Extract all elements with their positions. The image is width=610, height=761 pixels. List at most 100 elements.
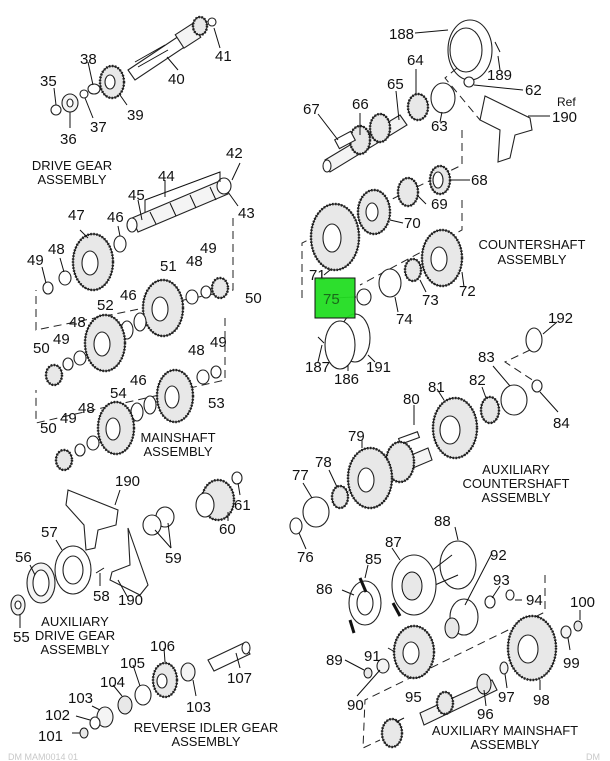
part-label[interactable]: 99 bbox=[563, 655, 580, 672]
piston-87-part[interactable] bbox=[391, 554, 437, 616]
part-label[interactable]: 46 bbox=[107, 209, 124, 226]
part-label[interactable]: 74 bbox=[396, 311, 413, 328]
part-label[interactable]: 41 bbox=[215, 48, 232, 65]
synchronizer-86-part[interactable] bbox=[348, 580, 382, 626]
input-shaft-part[interactable] bbox=[127, 15, 217, 81]
part-label[interactable]: 40 bbox=[168, 71, 185, 88]
part-label[interactable]: 61 bbox=[234, 497, 251, 514]
part-label[interactable]: 106 bbox=[150, 638, 175, 655]
part-label[interactable]: 49 bbox=[60, 410, 77, 427]
gear-50-part[interactable] bbox=[210, 276, 230, 300]
ring-94-part[interactable] bbox=[505, 589, 515, 601]
part-label[interactable]: 83 bbox=[478, 349, 495, 366]
part-label[interactable]: 66 bbox=[352, 96, 369, 113]
part-label[interactable]: 38 bbox=[80, 51, 97, 68]
ring-46-part[interactable] bbox=[113, 235, 127, 253]
part-label[interactable]: 45 bbox=[128, 187, 145, 204]
bearing-cup-83-part[interactable] bbox=[500, 384, 528, 416]
part-label[interactable]: 79 bbox=[348, 428, 365, 445]
part-label[interactable]: 49 bbox=[53, 331, 70, 348]
part-label[interactable]: 80 bbox=[403, 391, 420, 408]
gear-70-part[interactable] bbox=[356, 188, 392, 236]
gear-51-part[interactable] bbox=[141, 278, 185, 338]
part-label[interactable]: 95 bbox=[405, 689, 422, 706]
part-label[interactable]: 86 bbox=[316, 581, 333, 598]
part-label[interactable]: 89 bbox=[326, 652, 343, 669]
bearing-cup-63-part[interactable] bbox=[430, 82, 456, 114]
cover-186-part[interactable] bbox=[324, 320, 356, 370]
part-label[interactable]: 101 bbox=[38, 728, 63, 745]
part-label[interactable]: 48 bbox=[186, 253, 203, 270]
washer-102-part[interactable] bbox=[89, 716, 101, 730]
part-label[interactable]: 58 bbox=[93, 588, 110, 605]
bracket-190-part[interactable] bbox=[65, 489, 119, 551]
part-label[interactable]: 85 bbox=[365, 551, 382, 568]
spring-85-part[interactable] bbox=[358, 577, 368, 593]
idler-shaft-107-part[interactable] bbox=[207, 641, 251, 672]
washer-49-part[interactable] bbox=[42, 281, 54, 295]
part-label[interactable]: 91 bbox=[364, 648, 381, 665]
washer-38-part[interactable] bbox=[87, 83, 101, 95]
part-label[interactable]: 50 bbox=[33, 340, 50, 357]
part-label[interactable]: 54 bbox=[110, 385, 127, 402]
mainshaft-part[interactable] bbox=[126, 179, 229, 233]
part-label[interactable]: 48 bbox=[48, 241, 65, 258]
part-label[interactable]: 48 bbox=[188, 342, 205, 359]
part-label[interactable]: 46 bbox=[130, 372, 147, 389]
part-label[interactable]: 70 bbox=[404, 215, 421, 232]
gear-50-part[interactable] bbox=[44, 363, 64, 387]
part-label[interactable]: 102 bbox=[45, 707, 70, 724]
part-label[interactable]: 36 bbox=[60, 131, 77, 148]
gear-52-part[interactable] bbox=[83, 313, 127, 373]
washer-103-part[interactable] bbox=[180, 662, 196, 682]
part-label[interactable]: 103 bbox=[186, 699, 211, 716]
part-label[interactable]: 90 bbox=[347, 697, 364, 714]
bearing-cup-77-part[interactable] bbox=[302, 496, 330, 528]
part-label[interactable]: 55 bbox=[13, 629, 30, 646]
part-label[interactable]: 56 bbox=[15, 549, 32, 566]
bracket-190-part[interactable] bbox=[479, 95, 533, 163]
idler-gear-106-part[interactable] bbox=[151, 661, 179, 699]
part-label[interactable]: 190 bbox=[115, 473, 140, 490]
part-label[interactable]: 67 bbox=[303, 101, 320, 118]
washer-97-part[interactable] bbox=[499, 661, 509, 675]
part-label[interactable]: 37 bbox=[90, 119, 107, 136]
part-label[interactable]: 189 bbox=[487, 67, 512, 84]
gear-72-part[interactable] bbox=[420, 228, 464, 288]
ring-93-part[interactable] bbox=[484, 595, 496, 609]
washer-99-part[interactable] bbox=[560, 625, 572, 639]
bearing-104-part[interactable] bbox=[117, 695, 133, 715]
gear-98-part[interactable] bbox=[506, 614, 558, 682]
part-label[interactable]: 42 bbox=[226, 145, 243, 162]
part-label[interactable]: 190 bbox=[552, 109, 577, 126]
part-label[interactable]: 81 bbox=[428, 379, 445, 396]
part-label[interactable]: 60 bbox=[219, 521, 236, 538]
aux-countershaft-part[interactable] bbox=[346, 440, 433, 510]
part-label[interactable]: 188 bbox=[389, 26, 414, 43]
bracket-190-part[interactable] bbox=[109, 527, 149, 596]
part-label[interactable]: 93 bbox=[493, 572, 510, 589]
part-label[interactable]: 96 bbox=[477, 706, 494, 723]
part-label[interactable]: 46 bbox=[120, 287, 137, 304]
bolt-189-part[interactable] bbox=[494, 41, 501, 53]
part-label[interactable]: 73 bbox=[422, 292, 439, 309]
nut-101-part[interactable] bbox=[79, 727, 89, 739]
part-label[interactable]: 64 bbox=[407, 52, 424, 69]
spring-part[interactable] bbox=[348, 619, 356, 634]
part-label[interactable]: 69 bbox=[431, 196, 448, 213]
part-label[interactable]: 105 bbox=[120, 655, 145, 672]
part-label[interactable]: 88 bbox=[434, 513, 451, 530]
part-label[interactable]: 84 bbox=[553, 415, 570, 432]
part-label[interactable]: 192 bbox=[548, 310, 573, 327]
washer-90-part[interactable] bbox=[376, 658, 390, 674]
ring-76-part[interactable] bbox=[289, 517, 303, 535]
part-label[interactable]: 48 bbox=[69, 314, 86, 331]
part-label[interactable]: 49 bbox=[200, 240, 217, 257]
part-label-highlighted[interactable]: 75 bbox=[323, 291, 340, 308]
part-label[interactable]: 59 bbox=[165, 550, 182, 567]
part-label[interactable]: 39 bbox=[127, 107, 144, 124]
ring-61-part[interactable] bbox=[231, 471, 243, 485]
ring-37-part[interactable] bbox=[79, 89, 89, 99]
part-label[interactable]: 94 bbox=[526, 592, 543, 609]
gear-68-part[interactable] bbox=[428, 164, 452, 196]
